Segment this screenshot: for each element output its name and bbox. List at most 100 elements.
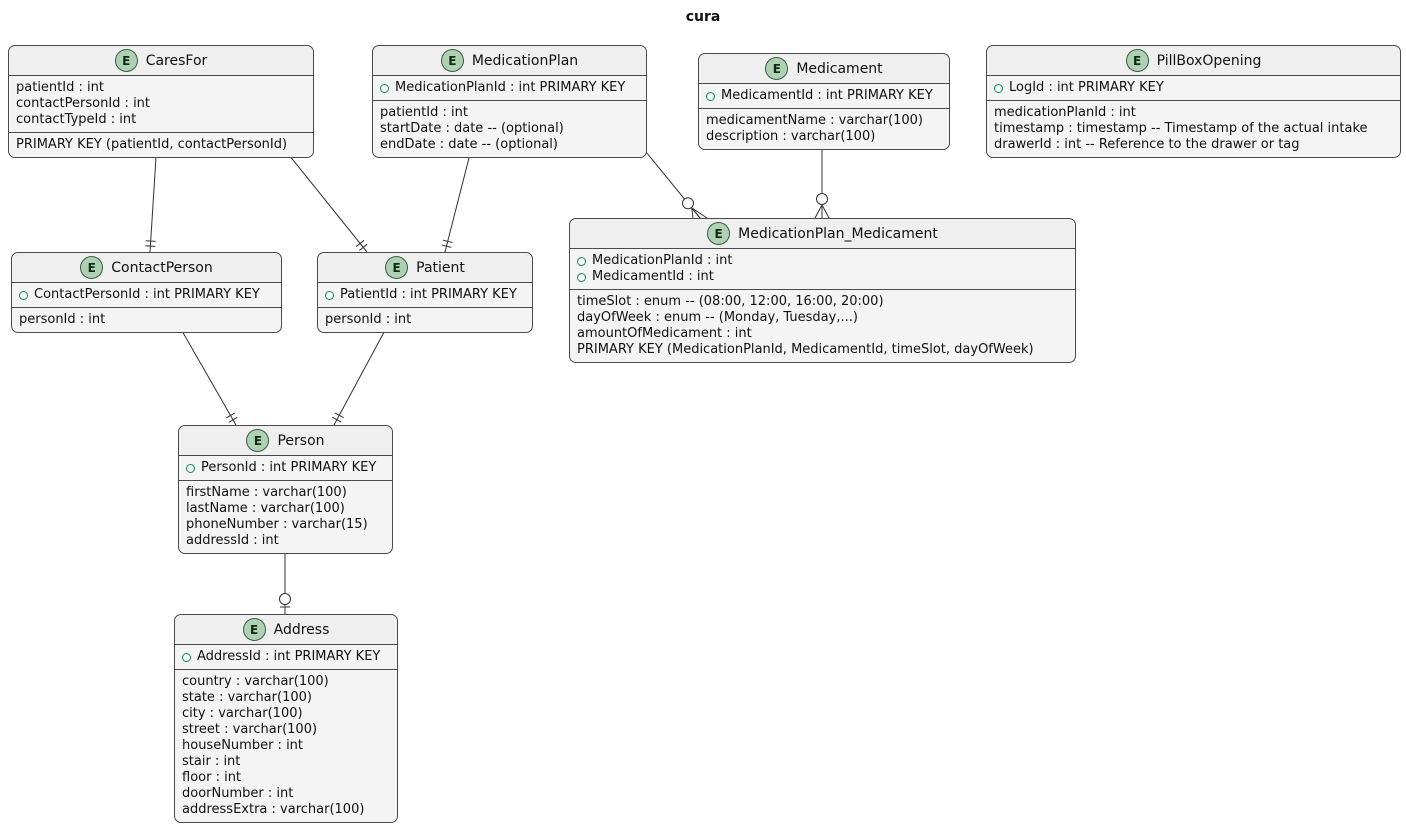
attribute-text: patientId : int	[380, 105, 468, 120]
entity-badge-icon: E	[385, 256, 409, 279]
entity-name: MedicationPlan_Medicament	[738, 225, 938, 242]
entity-name: PillBoxOpening	[1156, 52, 1262, 69]
attribute-text: PRIMARY KEY (MedicationPlanId, Medicamen…	[577, 342, 1034, 357]
attribute-text: floor : int	[182, 770, 242, 785]
attribute-text: houseNumber : int	[182, 738, 304, 753]
attribute-text: city : varchar(100)	[182, 706, 303, 721]
attribute-row: MedicationPlanId : int	[570, 253, 1075, 269]
entity-section: MedicamentId : int PRIMARY KEY	[699, 84, 949, 108]
entity-section: personId : int	[12, 307, 281, 332]
key-field-bullet-icon	[325, 290, 334, 300]
attribute-text: endDate : date -- (optional)	[380, 137, 558, 152]
attribute-text: state : varchar(100)	[182, 690, 312, 705]
attribute-row: AddressId : int PRIMARY KEY	[175, 649, 397, 665]
attribute-text: stair : int	[182, 754, 241, 769]
attribute-row: ContactPersonId : int PRIMARY KEY	[12, 287, 281, 303]
attribute-row: state : varchar(100)	[175, 690, 397, 706]
attribute-text: timestamp : timestamp -- Timestamp of th…	[994, 121, 1368, 136]
entity-name: Medicament	[796, 60, 883, 77]
attribute-row: firstName : varchar(100)	[179, 485, 392, 501]
attribute-text: PRIMARY KEY (patientId, contactPersonId)	[16, 137, 288, 152]
attribute-text: dayOfWeek : enum -- (Monday, Tuesday,...…	[577, 310, 858, 325]
attribute-row: contactPersonId : int	[9, 96, 313, 112]
attribute-row: contactTypeId : int	[9, 112, 313, 128]
attribute-text: contactPersonId : int	[16, 96, 151, 111]
attribute-row: patientId : int	[9, 80, 313, 96]
attribute-text: country : varchar(100)	[182, 674, 329, 689]
entity-section: AddressId : int PRIMARY KEY	[175, 645, 397, 669]
attribute-row: startDate : date -- (optional)	[373, 121, 646, 137]
attribute-row: MedicamentId : int	[570, 269, 1075, 285]
attribute-row: floor : int	[175, 770, 397, 786]
attribute-text: MedicamentId : int PRIMARY KEY	[721, 88, 933, 103]
attribute-row: lastName : varchar(100)	[179, 501, 392, 517]
entity-section: ContactPersonId : int PRIMARY KEY	[12, 283, 281, 307]
attribute-row: addressId : int	[179, 533, 392, 549]
attribute-text: PatientId : int PRIMARY KEY	[340, 287, 517, 302]
entity-badge-icon: E	[707, 222, 731, 245]
entity-section: timeSlot : enum -- (08:00, 12:00, 16:00,…	[570, 289, 1075, 362]
entity-badge-icon: E	[765, 57, 789, 80]
entity-section: personId : int	[318, 307, 532, 332]
attribute-text: firstName : varchar(100)	[186, 485, 347, 500]
key-field-bullet-icon	[182, 652, 191, 662]
attribute-row: stair : int	[175, 754, 397, 770]
attribute-row: PRIMARY KEY (MedicationPlanId, Medicamen…	[570, 342, 1075, 358]
attribute-row: doorNumber : int	[175, 786, 397, 802]
attribute-row: timeSlot : enum -- (08:00, 12:00, 16:00,…	[570, 294, 1075, 310]
diagram-title: cura	[685, 9, 721, 25]
attribute-row: phoneNumber : varchar(15)	[179, 517, 392, 533]
entity-name: CaresFor	[145, 52, 208, 69]
attribute-text: addressExtra : varchar(100)	[182, 802, 365, 817]
attribute-row: houseNumber : int	[175, 738, 397, 754]
attribute-text: medicationPlanId : int	[994, 105, 1136, 120]
attribute-row: drawerId : int -- Reference to the drawe…	[987, 137, 1400, 153]
attribute-row: description : varchar(100)	[699, 129, 949, 145]
key-field-bullet-icon	[186, 463, 195, 473]
attribute-text: MedicationPlanId : int PRIMARY KEY	[395, 80, 626, 95]
attribute-text: patientId : int	[16, 80, 104, 95]
attribute-row: city : varchar(100)	[175, 706, 397, 722]
attribute-text: contactTypeId : int	[16, 112, 137, 127]
attribute-text: phoneNumber : varchar(15)	[186, 517, 368, 532]
attribute-row: MedicationPlanId : int PRIMARY KEY	[373, 80, 646, 96]
attribute-text: PersonId : int PRIMARY KEY	[201, 460, 377, 475]
attribute-row: medicamentName : varchar(100)	[699, 113, 949, 129]
attribute-row: PersonId : int PRIMARY KEY	[179, 460, 392, 476]
attribute-row: PatientId : int PRIMARY KEY	[318, 287, 532, 303]
key-field-bullet-icon	[706, 91, 715, 101]
attribute-text: description : varchar(100)	[706, 129, 876, 144]
attribute-text: MedicationPlanId : int	[592, 253, 733, 268]
entity-name: Address	[273, 621, 330, 638]
entity-section: firstName : varchar(100)lastName : varch…	[179, 480, 392, 553]
attribute-text: lastName : varchar(100)	[186, 501, 345, 516]
entity-header: E MedicationPlan_Medicament	[570, 219, 1075, 249]
entity-section: medicamentName : varchar(100)description…	[699, 108, 949, 149]
attribute-row: medicationPlanId : int	[987, 105, 1400, 121]
key-field-bullet-icon	[994, 83, 1003, 93]
attribute-row: MedicamentId : int PRIMARY KEY	[699, 88, 949, 104]
key-field-bullet-icon	[19, 290, 28, 300]
entity-section: country : varchar(100)state : varchar(10…	[175, 669, 397, 822]
entity-name: Person	[277, 432, 325, 449]
attribute-text: ContactPersonId : int PRIMARY KEY	[34, 287, 260, 302]
entity-section: PRIMARY KEY (patientId, contactPersonId)	[9, 132, 313, 157]
entity-section: PatientId : int PRIMARY KEY	[318, 283, 532, 307]
attribute-text: timeSlot : enum -- (08:00, 12:00, 16:00,…	[577, 294, 884, 309]
attribute-text: addressId : int	[186, 533, 279, 548]
attribute-row: personId : int	[318, 312, 532, 328]
attribute-row: timestamp : timestamp -- Timestamp of th…	[987, 121, 1400, 137]
